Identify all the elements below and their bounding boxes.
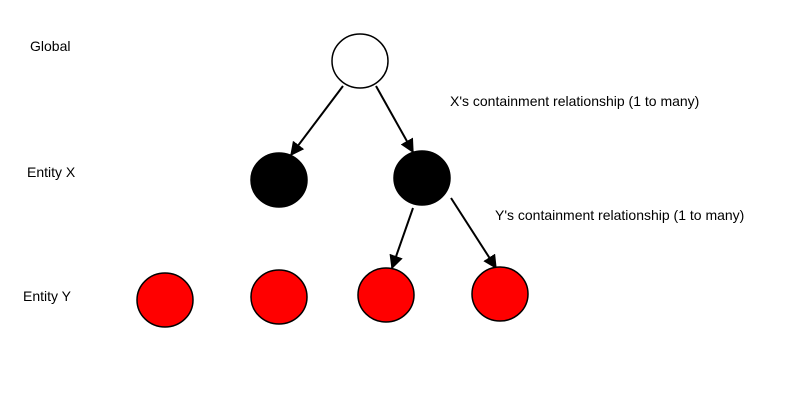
x-relationship-label: X's containment relationship (1 to many) <box>450 93 700 109</box>
edge-global-to-x1 <box>290 85 344 157</box>
level-label-entity-y: Entity Y <box>23 288 71 304</box>
edge-x2-to-y4 <box>450 197 497 270</box>
entity-y-node <box>357 267 415 323</box>
level-label-global: Global <box>30 38 71 54</box>
edge-global-to-x2 <box>375 85 414 154</box>
entity-y-node <box>250 269 308 325</box>
entity-x-node <box>250 152 308 208</box>
y-relationship-label: Y's containment relationship (1 to many) <box>495 207 745 223</box>
entity-y-node <box>471 266 529 322</box>
entity-x-node <box>393 150 451 206</box>
level-label-entity-x: Entity X <box>27 164 76 180</box>
edge-x2-to-y3 <box>389 207 414 270</box>
global-node <box>331 33 389 89</box>
entity-y-node <box>136 272 194 328</box>
